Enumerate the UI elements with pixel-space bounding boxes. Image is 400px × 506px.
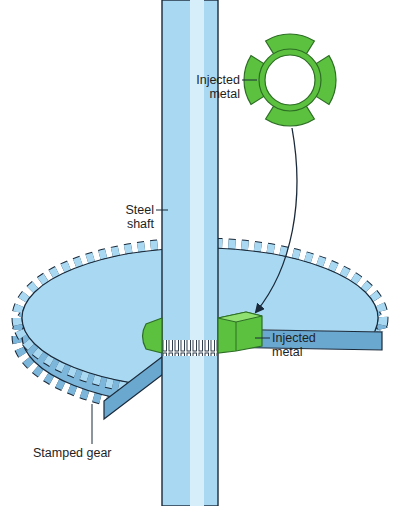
ring-band (259, 49, 321, 111)
injected-metal-ring (244, 34, 336, 126)
part-label: Steel shaft (108, 203, 154, 231)
part-label: Stamped gear (33, 446, 143, 460)
leader-line (92, 404, 93, 444)
part-label: Injected metal (272, 331, 332, 359)
part-label: Injected metal (184, 73, 240, 101)
leader-line (242, 80, 257, 81)
pointer-arrow (256, 128, 297, 312)
leader-line (255, 338, 270, 339)
injected-metal-left (143, 318, 163, 353)
leader-line (156, 210, 168, 211)
shaft-knurl (163, 340, 217, 356)
injected-metal-right (218, 312, 262, 353)
injected-metal-edge (236, 322, 237, 351)
injected-metal-top (218, 312, 262, 322)
ring-bore (265, 55, 315, 105)
